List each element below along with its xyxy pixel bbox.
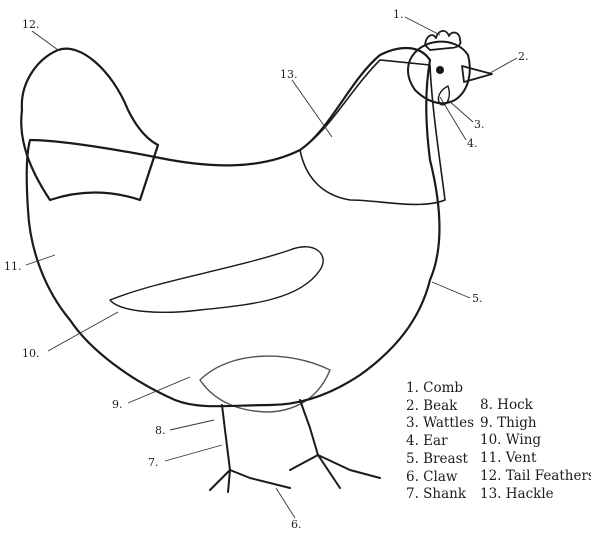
breast-shade	[360, 180, 426, 370]
callout-7: 7.	[148, 456, 159, 469]
leg-left-shape	[210, 405, 290, 492]
thigh-shape	[200, 356, 330, 412]
callout-9: 9.	[112, 398, 123, 411]
legend-item: 11. Vent	[480, 450, 591, 468]
callout-12: 12.	[22, 18, 40, 31]
legend-item: 9. Thigh	[480, 415, 591, 433]
legend-item: 8. Hock	[480, 397, 591, 415]
leg-right-shape	[290, 400, 380, 488]
legend-item: 12. Tail Feathers	[480, 468, 591, 486]
callout-2: 2.	[518, 50, 529, 63]
legend-item: 4. Ear	[406, 433, 474, 451]
beak-shape	[462, 66, 492, 82]
legend-item: 5. Breast	[406, 451, 474, 469]
legend-item: 6. Claw	[406, 469, 474, 487]
legend-item: 7. Shank	[406, 486, 474, 504]
callout-11: 11.	[4, 260, 22, 273]
body-shape	[27, 48, 440, 406]
callout-3: 3.	[474, 118, 485, 131]
eye-shape	[436, 66, 444, 74]
comb-shape	[425, 31, 461, 50]
callout-13: 13.	[280, 68, 298, 81]
legend-column-left: 1. Comb 2. Beak 3. Wattles 4. Ear 5. Bre…	[406, 380, 474, 504]
wattle-shape	[438, 86, 449, 105]
callout-1: 1.	[393, 8, 404, 21]
callout-10: 10.	[22, 347, 40, 360]
wing-shape	[110, 247, 323, 313]
legend-item: 1. Comb	[406, 380, 474, 398]
callout-5: 5.	[472, 292, 483, 305]
legend-item: 3. Wattles	[406, 415, 474, 433]
callout-6: 6.	[291, 518, 302, 531]
tail-feathers-shape	[21, 49, 158, 200]
legend-item: 10. Wing	[480, 432, 591, 450]
hackle-shape	[300, 60, 445, 204]
legend-item: 13. Hackle	[480, 486, 591, 504]
callout-8: 8.	[155, 424, 166, 437]
legend-item: 2. Beak	[406, 398, 474, 416]
callout-4: 4.	[467, 137, 478, 150]
legend-column-right: 8. Hock 9. Thigh 10. Wing 11. Vent 12. T…	[480, 397, 591, 503]
